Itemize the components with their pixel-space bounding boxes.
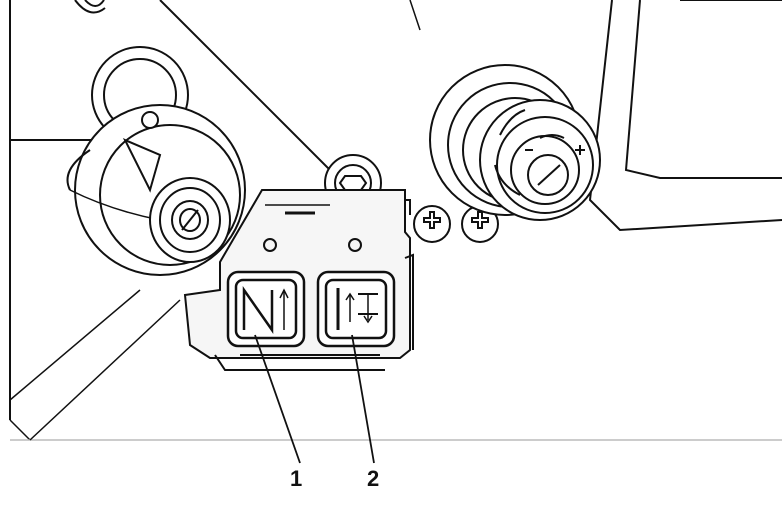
needle-position-symbol-icon <box>242 286 289 334</box>
callout-leader-lines <box>254 334 375 464</box>
callout-label-1: 1 <box>290 466 303 491</box>
right-adjustment-knob <box>429 64 601 221</box>
cross-head-screw-icon <box>413 205 499 243</box>
top-knob-fragment <box>74 0 106 14</box>
minus-plus-adjust-icon <box>525 134 585 155</box>
callout-label-2: 2 <box>367 466 380 491</box>
right-reverse-button[interactable] <box>316 270 396 348</box>
left-stitch-button[interactable] <box>226 270 306 348</box>
left-tension-assembly <box>66 46 246 276</box>
reverse-feed-symbol-icon <box>336 288 378 330</box>
